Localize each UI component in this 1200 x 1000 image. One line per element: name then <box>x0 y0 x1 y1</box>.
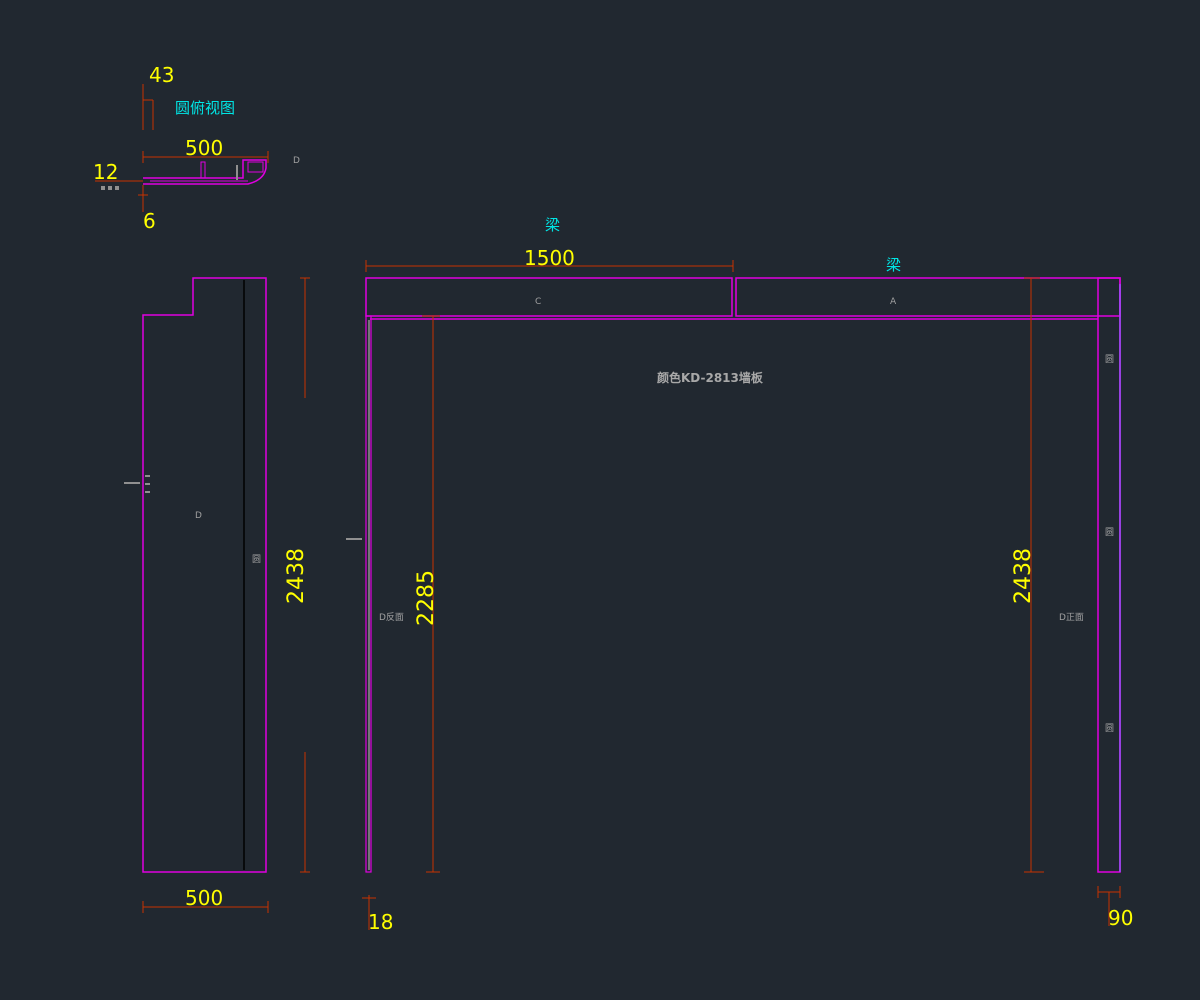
dim-18-text: 18 <box>368 910 393 934</box>
side-elevation-gray-marker <box>124 475 150 493</box>
top-view-rib <box>200 161 206 179</box>
dim-500-top-text: 500 <box>185 136 223 160</box>
top-view-title: 圆俯视图 <box>175 99 235 117</box>
beam-label-left: 梁 <box>545 216 560 234</box>
left-post <box>365 315 372 873</box>
top-view-end-cap <box>247 161 264 173</box>
beam-panel-c-label: C <box>535 297 541 307</box>
beam-label-right: 梁 <box>886 256 901 274</box>
beam-panel-a <box>735 277 1121 317</box>
right-post-label-3: 圆 <box>1105 723 1114 734</box>
dim-500-bottom-text: 500 <box>185 886 223 910</box>
dim-90-text: 90 <box>1108 906 1133 930</box>
dim-6-text: 6 <box>143 209 156 233</box>
dim-12-text: 12 <box>93 160 118 184</box>
label-back-face: D反面 <box>379 612 404 623</box>
top-view-gray-dots <box>101 186 119 190</box>
front-elevation: 梁 梁 1500 C A 颜色KD-2813墙板 D反面 2285 18 圆 <box>346 216 1133 934</box>
side-elevation-outline <box>142 277 267 873</box>
dim-2438-side-text: 2438 <box>284 548 309 604</box>
right-post <box>1097 277 1121 873</box>
top-view-label-d: D <box>293 156 300 166</box>
dim-2438-front-text: 2438 <box>1011 548 1036 604</box>
side-elevation-label-d: D <box>195 511 202 521</box>
right-post-label-1: 圆 <box>1105 354 1114 365</box>
label-front-face: D正面 <box>1059 612 1084 623</box>
beam-panel-c <box>365 277 733 317</box>
right-post-label-2: 圆 <box>1105 527 1114 538</box>
top-view-outline <box>143 159 267 185</box>
beam-panel-a-label: A <box>890 297 897 307</box>
top-view: 43 圆俯视图 500 D 12 6 <box>93 63 300 233</box>
dim-1500-text: 1500 <box>524 246 575 270</box>
dim-43-text: 43 <box>149 63 174 87</box>
panel-title: 颜色KD-2813墙板 <box>657 370 764 385</box>
side-elevation: D 圆 2438 500 <box>124 277 310 913</box>
side-elevation-label-side: 圆 <box>252 554 261 565</box>
dim-2285-text: 2285 <box>414 570 439 626</box>
